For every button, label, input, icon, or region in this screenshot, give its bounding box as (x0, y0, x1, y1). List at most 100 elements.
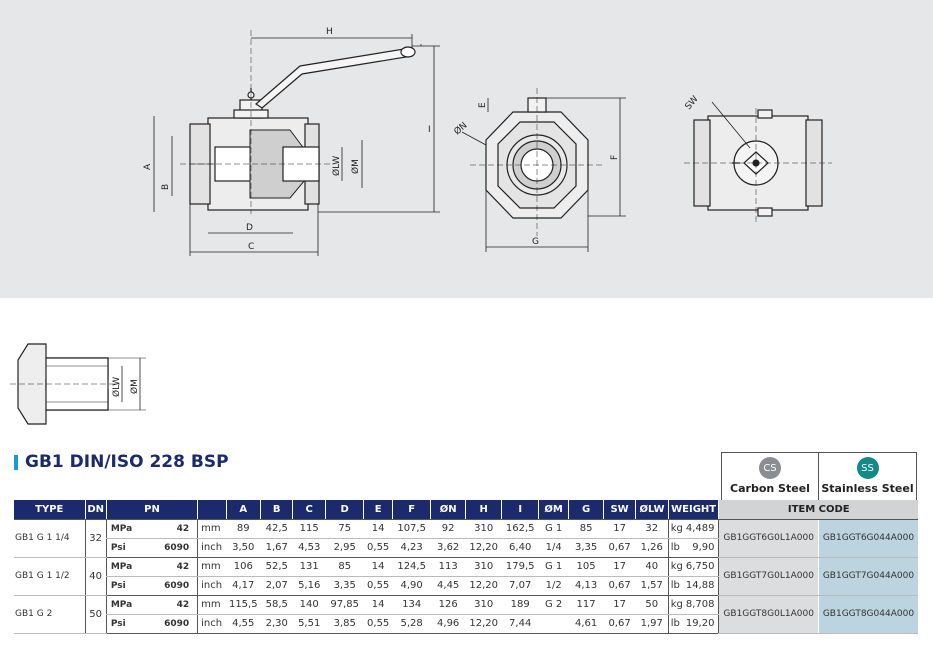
col-header-item-code: ITEM CODE (718, 500, 918, 520)
col-header-a: A (226, 500, 262, 520)
dim-h-mm-cell: 310 (465, 595, 502, 615)
dim-sw-mm-cell: 17 (603, 557, 636, 577)
spec-table: TYPE DN PN A B C D E F ØN H I ØM G SW ØL… (14, 500, 918, 634)
dim-lw-inch-cell: 1,97 (635, 614, 669, 634)
dim-h-mm-cell: 310 (465, 557, 502, 577)
front-view-dimension-lines (461, 97, 626, 252)
weight-unit-cell: kg (667, 557, 685, 577)
col-header-type: TYPE (14, 500, 86, 520)
dim-n-mm-cell: 126 (430, 595, 466, 615)
dim-a-mm-cell: 106 (226, 557, 261, 577)
col-header-lw: ØLW (635, 500, 669, 520)
technical-drawing-panel: H I A B D C ØLW ØM ØN E F G SW (0, 0, 933, 298)
dim-d-mm-cell: 97,85 (325, 595, 364, 615)
dim-n-inch-cell: 3,62 (430, 538, 466, 558)
dim-i-mm-cell: 162,5 (501, 519, 539, 539)
pn-value-cell: 42 (146, 557, 198, 577)
weight-unit-cell: lb (667, 614, 685, 634)
dim-a-inch-cell: 3,50 (226, 538, 261, 558)
type-cell: GB1 G 1 1/4 (14, 519, 86, 558)
col-header-dn: DN (85, 500, 107, 520)
m-thread-cell (538, 614, 569, 634)
col-header-unit (197, 500, 227, 520)
pn-unit-cell: MPa (105, 557, 147, 577)
dim-lw-mm-cell: 40 (635, 557, 669, 577)
dn-cell: 40 (84, 557, 107, 596)
dim-i-inch-cell: 6,40 (501, 538, 539, 558)
carbon-steel-item-code: GB1GGT7G0L1A000 (718, 557, 819, 596)
weight-unit-cell: lb (667, 576, 685, 596)
dim-b-mm-cell: 42,5 (260, 519, 293, 539)
carbon-steel-label: Carbon Steel (730, 482, 810, 495)
pn-value-cell: 42 (146, 519, 198, 539)
stainless-steel-column-header: SS Stainless Steel (819, 452, 917, 500)
dim-label-h: H (326, 27, 333, 37)
dim-sw-mm-cell: 17 (603, 519, 636, 539)
pn-value-cell: 42 (146, 595, 198, 615)
pn-unit-cell: MPa (105, 519, 147, 539)
dim-d-inch-cell: 3,85 (325, 614, 364, 634)
dim-sw-inch-cell: 0,67 (603, 576, 636, 596)
dim-d-inch-cell: 2,95 (325, 538, 364, 558)
dim-c-inch-cell: 5,16 (292, 576, 326, 596)
dim-sw-inch-cell: 0,67 (603, 538, 636, 558)
material-header: CS Carbon Steel SS Stainless Steel (721, 452, 918, 500)
m-thread-cell: 1/2 (538, 576, 569, 596)
dim-lw-mm-cell: 32 (635, 519, 669, 539)
table-header-row: TYPE DN PN A B C D E F ØN H I ØM G SW ØL… (14, 500, 918, 520)
dn-cell: 32 (84, 519, 107, 558)
dim-h-inch-cell: 12,20 (465, 538, 502, 558)
carbon-steel-column-header: CS Carbon Steel (721, 452, 819, 500)
dim-a-mm-cell: 115,5 (226, 595, 261, 615)
dim-label-i: I (428, 125, 431, 135)
dim-label-d: D (246, 223, 253, 233)
section-title: GB1 DIN/ISO 228 BSP (14, 452, 229, 472)
pn-unit-cell: Psi (105, 538, 147, 558)
col-header-n: ØN (430, 500, 466, 520)
stainless-steel-item-code: GB1GGT8G044A000 (817, 595, 918, 634)
dim-label-e: E (478, 102, 488, 108)
stainless-steel-item-code: GB1GGT6G044A000 (817, 519, 918, 558)
weight-lb-cell: 14,88 (684, 576, 719, 596)
dim-g-mm-cell: 105 (568, 557, 604, 577)
dim-n-mm-cell: 113 (430, 557, 466, 577)
dim-sw-inch-cell: 0,67 (603, 614, 636, 634)
top-view-drawing (684, 108, 832, 222)
col-header-pn: PN (106, 500, 199, 520)
weight-lb-cell: 19,20 (684, 614, 719, 634)
dim-a-inch-cell: 4,17 (226, 576, 261, 596)
dim-e-inch-cell: 0,55 (363, 538, 393, 558)
side-view-drawing (180, 30, 416, 214)
col-header-m: ØM (538, 500, 570, 520)
stainless-steel-badge: SS (856, 457, 879, 479)
col-header-d: D (325, 500, 365, 520)
dim-f-mm-cell: 107,5 (392, 519, 431, 539)
dim-lw-inch-cell: 1,57 (635, 576, 669, 596)
pn-value-cell: 6090 (146, 538, 198, 558)
dim-n-mm-cell: 92 (430, 519, 466, 539)
port-detail-drawing: ØLW ØM (10, 343, 146, 425)
dim-e-inch-cell: 0,55 (363, 614, 393, 634)
ball-valve-drawings: H I A B D C ØLW ØM ØN E F G SW (143, 27, 832, 256)
dim-lw-inch-cell: 1,26 (635, 538, 669, 558)
title-accent-bar (14, 454, 18, 470)
dim-a-mm-cell: 89 (226, 519, 261, 539)
dim-g-inch-cell: 3,35 (568, 538, 604, 558)
col-header-h: H (465, 500, 503, 520)
col-header-f: F (392, 500, 432, 520)
front-view-drawing (470, 88, 604, 236)
dim-b-mm-cell: 58,5 (260, 595, 293, 615)
stainless-steel-label: Stainless Steel (821, 482, 914, 495)
detail-label-m: ØM (129, 379, 140, 394)
col-header-sw: SW (603, 500, 637, 520)
dim-label-m: ØM (350, 159, 361, 174)
dim-i-mm-cell: 189 (501, 595, 539, 615)
m-thread-cell: G 2 (538, 595, 569, 615)
weight-unit-cell: kg (667, 519, 685, 539)
